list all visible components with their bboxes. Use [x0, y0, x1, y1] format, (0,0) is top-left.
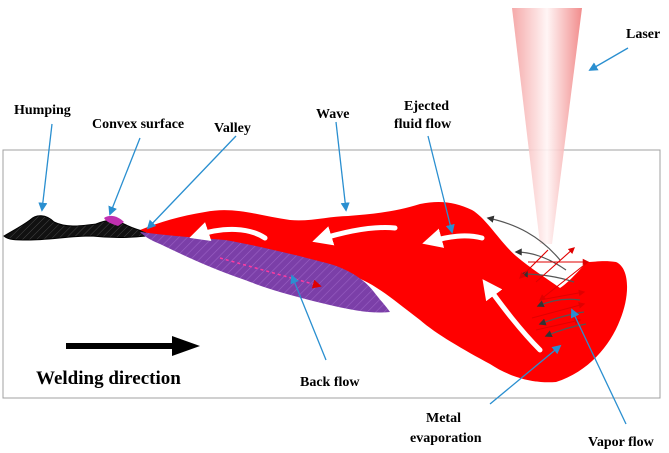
vapor-arrow-1: [486, 215, 561, 261]
back-flow-arrow: [219, 257, 322, 289]
vapor-arrow-2: [514, 248, 567, 271]
convex-surface-region: [104, 215, 124, 226]
evap-arrow-4: [531, 302, 586, 319]
label-laser: Laser: [626, 27, 660, 42]
label-ejected-line2: fluid flow: [394, 117, 452, 132]
evap-arrow-2: [538, 261, 589, 301]
vapor-arrow-5: [538, 311, 585, 326]
leader-back-flow: [290, 274, 327, 361]
back-flow-region: [140, 232, 390, 313]
evap-arrow-7: [519, 249, 549, 279]
internal-flow-arrows: [189, 222, 543, 353]
label-back-flow: Back flow: [300, 375, 360, 390]
leader-metal-evaporation: [489, 344, 562, 405]
vapor-arrow-6: [544, 323, 587, 338]
frame-border: [2, 149, 661, 399]
evap-arrow-6: [535, 247, 575, 283]
flow-arrow-2: [312, 225, 398, 246]
label-convex-surface: Convex surface: [92, 117, 184, 132]
label-wave: Wave: [316, 107, 349, 122]
label-welding-direction: Welding direction: [36, 368, 181, 389]
laser-beam: [512, 8, 582, 244]
leader-humping: [38, 123, 53, 212]
molten-pool: [140, 202, 628, 383]
leader-ejected-fluid-flow: [427, 135, 455, 234]
label-vapor-flow: Vapor flow: [588, 435, 655, 450]
leader-convex-surface: [108, 137, 141, 216]
vapor-flow-arrows: [486, 215, 587, 338]
evap-arrow-3: [539, 289, 586, 301]
label-ejected-line1: Ejected: [404, 99, 449, 114]
leader-valley: [146, 135, 237, 230]
solidified-humping-bead: [3, 215, 147, 241]
metal-evaporation-arrows: [519, 247, 590, 331]
leader-laser: [588, 47, 629, 71]
flow-arrow-3: [422, 228, 485, 248]
flow-arrow-4: [482, 279, 543, 353]
leader-lines: [38, 47, 629, 425]
evap-arrow-5: [535, 317, 582, 331]
label-valley: Valley: [214, 121, 251, 136]
leader-vapor-flow: [571, 308, 627, 425]
label-humping: Humping: [14, 103, 71, 118]
leader-wave: [335, 121, 350, 212]
vapor-arrow-3: [520, 270, 575, 283]
label-metal-evap-line2: evaporation: [410, 431, 482, 446]
vapor-arrow-4: [536, 298, 581, 308]
label-metal-evap-line1: Metal: [426, 411, 461, 426]
welding-direction-arrow: [66, 336, 200, 356]
flow-arrow-1: [189, 222, 268, 242]
